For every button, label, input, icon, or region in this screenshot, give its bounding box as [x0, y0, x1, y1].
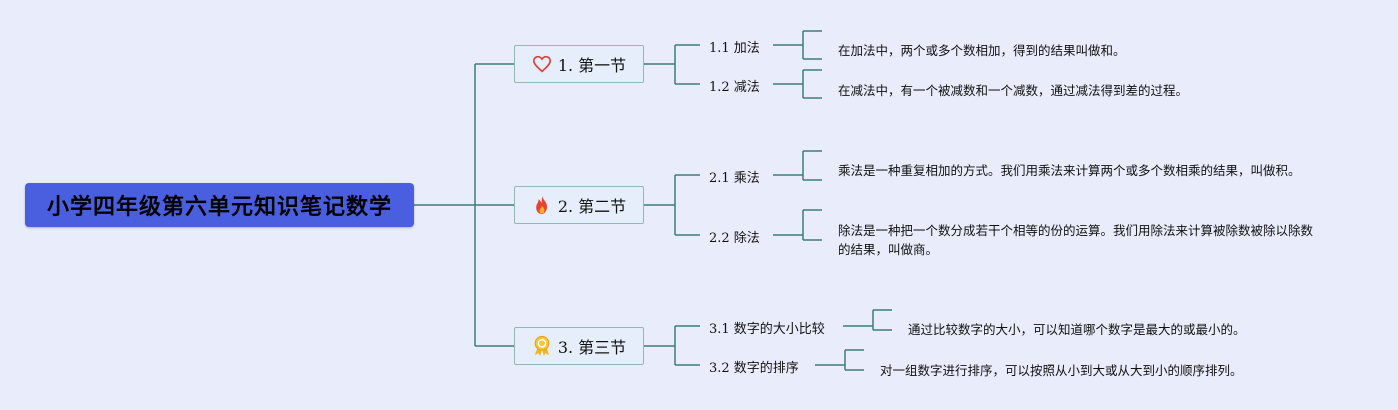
heart-icon: [532, 54, 552, 74]
award-ribbon-icon: [532, 335, 552, 356]
connector-sec3-item2: [815, 349, 864, 371]
connector-sec2-item1: [773, 150, 822, 181]
section-2-label: 2. 第二节: [557, 197, 627, 216]
subtopic-2-1[interactable]: 2.1 乘法: [709, 171, 760, 186]
subtopic-1-2[interactable]: 1.2 减法: [709, 80, 760, 95]
section-2-node[interactable]: 2. 第二节: [514, 186, 644, 224]
note-2-2: 除法是一种把一个数分成若干个相等的份的运算。我们用除法来计算被除数被除以除数的结…: [838, 223, 1314, 257]
fire-icon: [532, 195, 552, 215]
subtopic-3-2[interactable]: 3.2 数字的排序: [709, 361, 799, 376]
section-1-label: 1. 第一节: [557, 56, 627, 75]
connector-sec1-item2: [773, 69, 822, 99]
connector-sec3-branch: [644, 325, 700, 366]
section-1-node[interactable]: 1. 第一节: [514, 45, 644, 83]
subtopic-3-1[interactable]: 3.1 数字的大小比较: [709, 322, 825, 337]
note-3-2: 对一组数字进行排序，可以按照从小到大或从大到小的顺序排列。: [880, 363, 1243, 378]
root-topic[interactable]: 小学四年级第六单元知识笔记数学: [25, 183, 414, 227]
section-3-label: 3. 第三节: [557, 338, 627, 357]
note-1-1: 在加法中，两个或多个数相加，得到的结果叫做和。: [838, 43, 1126, 58]
note-1-2: 在减法中，有一个被减数和一个减数，通过减法得到差的过程。: [838, 83, 1189, 98]
connector-sec3-item1: [843, 309, 892, 331]
connector-sec2-branch: [644, 174, 700, 236]
subtopic-1-1[interactable]: 1.1 加法: [709, 41, 760, 56]
note-2-1: 乘法是一种重复相加的方式。我们用乘法来计算两个或多个数相乘的结果，叫做积。: [838, 163, 1301, 178]
section-3-node[interactable]: 3. 第三节: [514, 327, 644, 365]
subtopic-2-2[interactable]: 2.2 除法: [709, 231, 760, 246]
connector-sec2-item2: [773, 209, 822, 241]
connector-sec1-branch: [644, 44, 700, 85]
root-title: 小学四年级第六单元知识笔记数学: [46, 195, 392, 220]
note-3-1: 通过比较数字的大小，可以知道哪个数字是最大的或最小的。: [908, 322, 1246, 337]
connector-sec1-item1: [773, 30, 822, 60]
